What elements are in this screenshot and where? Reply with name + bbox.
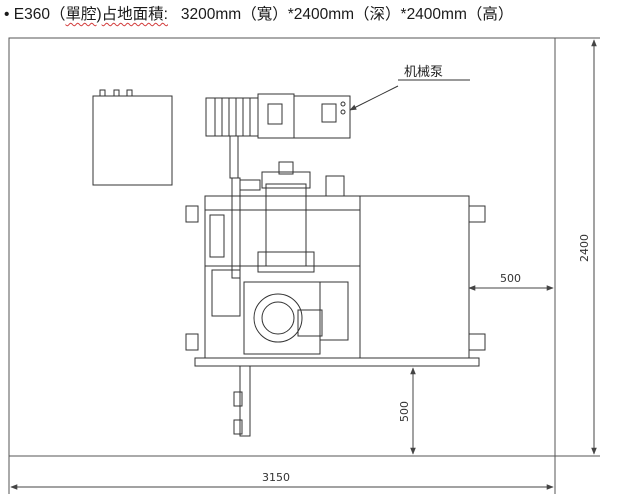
mechanical-pump: [205, 93, 351, 179]
dim-width: 3150: [8, 456, 556, 494]
dim-front-clearance: 500: [398, 367, 416, 455]
dim-side-clearance-label: 500: [500, 272, 521, 285]
chamber-type: 單腔: [65, 6, 97, 23]
vacuum-chamber-frame: [185, 161, 486, 437]
spec-caption: • E360（單腔)占地面積: 3200mm（寬）*2400mm（深）*2400…: [4, 4, 616, 26]
bullet: •: [4, 6, 10, 23]
dim-height-label: 2400: [578, 234, 591, 262]
pump-callout: 机械泵: [349, 65, 470, 111]
control-cabinet: [92, 89, 173, 186]
footprint-label: 占地面積:: [101, 6, 168, 23]
dim-width-label: 3150: [262, 471, 290, 484]
pump-label: 机械泵: [404, 65, 443, 80]
dim-front-clearance-label: 500: [398, 401, 411, 422]
dim-height: 2400: [555, 37, 600, 457]
footprint-outline: [8, 37, 556, 457]
dim-side-clearance: 500: [468, 272, 554, 291]
paren-close: ): [96, 6, 102, 23]
footprint-spec: 3200mm（寬）*2400mm（深）*2400mm（高）: [180, 6, 514, 23]
paren-open: （: [49, 6, 66, 23]
model-name: E360: [13, 6, 50, 23]
